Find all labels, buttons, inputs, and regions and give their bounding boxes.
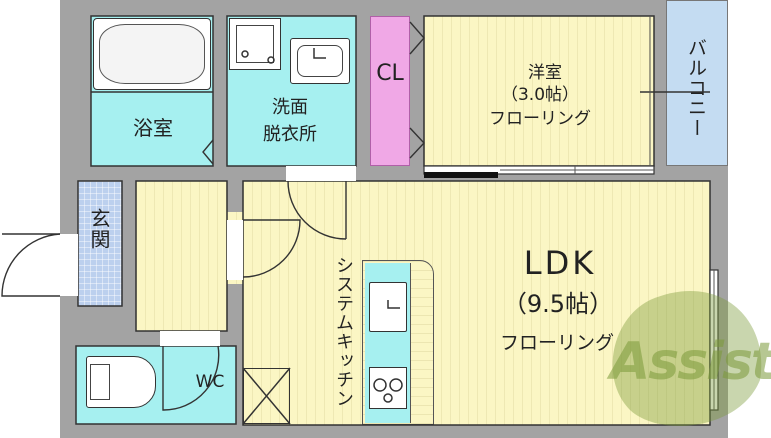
bathroom-label: 浴室 [133,116,173,140]
washroom-door-swing [287,180,347,240]
system-kitchen-label: システムキッチン [333,256,354,408]
entrance-door-opening [60,234,78,296]
washer-drain-dot [241,50,249,58]
washroom-outline [226,15,357,167]
sink-faucet [387,300,400,309]
bathtub-inner [99,24,205,84]
washroom-label-line2: 脱衣所 [263,124,317,145]
balcony [666,0,728,166]
western-room-label: 洋室 [528,63,562,83]
stove-burner-left [373,378,387,392]
washer-drain-dot-2 [267,56,275,64]
entrance-label: 玄関 [87,208,111,250]
stove-burner-right [389,378,403,392]
western-room-size: （3.0帖） [500,85,580,105]
washroom-door-opening [286,166,356,181]
washroom-label-line1: 洗面 [272,97,308,118]
washing-machine-space [229,18,281,70]
ldk-size: （9.5帖） [502,290,614,318]
vanity-basin [297,45,343,77]
stove-burner-small [383,393,393,403]
bathroom-outline [90,15,214,167]
western-room-floor: フローリング [489,109,591,129]
toilet-tank [90,364,110,400]
toilet-door-opening [160,331,220,346]
corridor [136,181,227,331]
kitchen-sink-basin [369,282,407,332]
corridor-outline [135,180,228,332]
closet-room [370,16,410,166]
entrance-outline [77,180,123,307]
ldk-floor: フローリング [499,332,614,354]
ldk-label: LDK [523,244,597,282]
entrance-door-swing [1,233,61,297]
toilet-label: WC [195,372,225,392]
corridor-door-swing [242,219,301,278]
watermark-logo [612,291,762,426]
balcony-label: バルコニー [685,38,707,138]
watermark-text: Assist [610,332,771,392]
fridge-cross-b [242,367,291,425]
toilet-outline [75,345,237,425]
bathroom-folding-door [202,139,214,165]
closet-door-bottom [409,127,425,159]
western-room [424,16,654,166]
toilet-door-swing [162,345,220,411]
entrance-area [78,181,122,306]
western-room-outline [423,15,655,167]
corridor-door-opening [227,220,243,280]
closet-door-top [409,21,425,55]
closet-label: CL [376,61,404,86]
western-window-dark [424,172,498,178]
washing-machine-drain [236,25,274,63]
ldk-room [243,181,710,425]
vanity-faucet [313,48,326,59]
